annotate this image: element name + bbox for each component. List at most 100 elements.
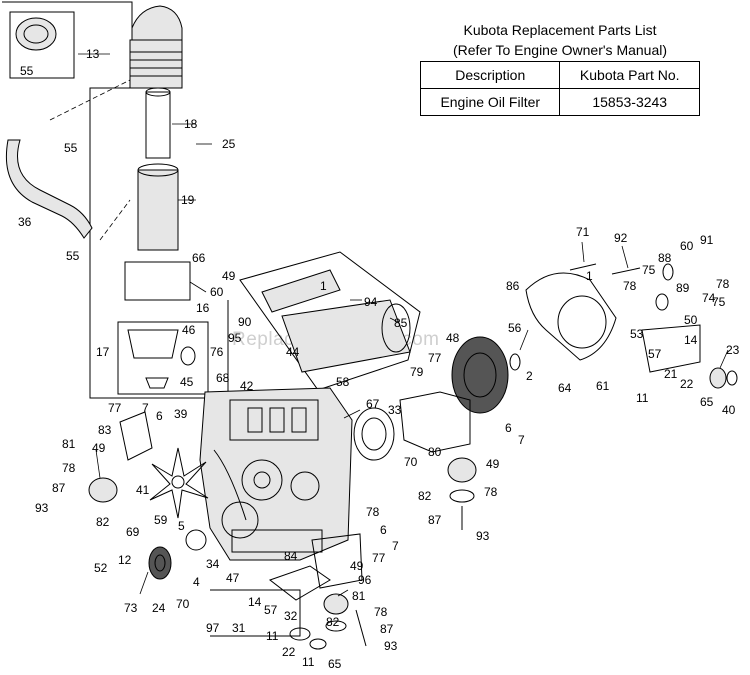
parts-table: Description Kubota Part No. Engine Oil F… — [419, 61, 700, 116]
cell-part-no: 15853-3243 — [559, 88, 700, 116]
callout: 13 — [86, 47, 100, 61]
callout: 47 — [226, 571, 240, 585]
callout: 92 — [614, 231, 628, 245]
callout: 6 — [156, 409, 163, 423]
engine-block — [199, 387, 353, 561]
callout: 42 — [240, 379, 254, 393]
callout: 93 — [35, 501, 49, 515]
inner-filter-top — [145, 87, 171, 97]
spacer — [509, 353, 521, 371]
callout: 79 — [410, 365, 424, 379]
intake-hose — [5, 139, 93, 239]
callout: 11 — [636, 391, 649, 405]
washer — [726, 370, 738, 386]
callout: 90 — [238, 315, 252, 329]
callout: 31 — [232, 621, 246, 635]
callout: 78 — [716, 277, 730, 291]
seal-ring — [180, 346, 196, 366]
callout: 12 — [118, 553, 132, 567]
callout: 87 — [428, 513, 442, 527]
clutch-hub-inner — [463, 352, 497, 398]
callout: 91 — [700, 233, 714, 247]
callout: 7 — [142, 401, 149, 415]
callout: 77 — [428, 351, 442, 365]
column-header-part-no: Kubota Part No. — [559, 61, 700, 89]
callout: 85 — [394, 316, 408, 330]
callout: 58 — [336, 375, 350, 389]
callout: 53 — [630, 327, 644, 341]
callout: 17 — [96, 345, 110, 359]
callout: 65 — [328, 657, 342, 671]
callout: 73 — [124, 601, 138, 615]
engine-detail — [213, 399, 323, 553]
muffler-pipe — [261, 269, 341, 313]
callout: 23 — [726, 343, 740, 357]
clamp-part — [15, 17, 57, 51]
leader-lines — [78, 53, 729, 597]
callout: 82 — [96, 515, 110, 529]
washer-11 — [309, 638, 327, 650]
callout: 84 — [284, 549, 298, 563]
right-isolator — [447, 457, 477, 483]
flywheel-plate-inner — [361, 417, 387, 451]
callout: 93 — [476, 529, 490, 543]
callout: 95 — [228, 331, 242, 345]
callout: 60 — [680, 239, 694, 253]
callout: 93 — [384, 639, 398, 653]
callout: 40 — [722, 403, 736, 417]
callout: 49 — [92, 441, 106, 455]
callout: 78 — [484, 485, 498, 499]
callout: 78 — [623, 279, 637, 293]
left-isolator — [88, 477, 118, 503]
callout: 64 — [558, 381, 572, 395]
callout: 5 — [178, 519, 185, 533]
callout: 33 — [388, 403, 402, 417]
bottom-rail — [268, 565, 331, 601]
callout: 19 — [181, 193, 195, 207]
dash-line-2 — [99, 199, 131, 241]
callout: 25 — [222, 137, 236, 151]
callout: 78 — [366, 505, 380, 519]
callout: 70 — [404, 455, 418, 469]
callout: 57 — [648, 347, 662, 361]
kubota-parts-list: Kubota Replacement Parts List (Refer To … — [419, 20, 700, 116]
callout: 61 — [596, 379, 610, 393]
callout: 48 — [446, 331, 460, 345]
callout: 59 — [154, 513, 168, 527]
callout: 22 — [282, 645, 296, 659]
callout: 49 — [222, 269, 236, 283]
clamp-inner — [23, 24, 49, 44]
callout: 78 — [374, 605, 388, 619]
dust-cup — [127, 329, 179, 359]
callout: 94 — [364, 295, 378, 309]
dust-cup-box — [117, 321, 209, 395]
crank-pulley-hub — [154, 554, 166, 572]
callout: 50 — [684, 313, 698, 327]
left-mount-bracket — [119, 411, 153, 461]
callout: 70 — [176, 597, 190, 611]
bottom-isolator-base — [325, 620, 347, 632]
callout: 49 — [350, 559, 364, 573]
part-75 — [662, 263, 674, 281]
clutch-hub — [451, 336, 509, 414]
callout: 87 — [52, 481, 66, 495]
callout: 49 — [486, 457, 500, 471]
callout: 83 — [98, 423, 112, 437]
callout: 34 — [206, 557, 220, 571]
callout: 24 — [152, 601, 166, 615]
callout: 77 — [372, 551, 386, 565]
callout: 7 — [518, 433, 525, 447]
callout: 55 — [64, 141, 78, 155]
housing-ribs — [130, 51, 182, 77]
callout: 88 — [658, 251, 672, 265]
callout: 52 — [94, 561, 108, 575]
callout: 67 — [366, 397, 380, 411]
muffler-body — [281, 299, 411, 373]
callout: 18 — [184, 117, 198, 131]
callout: 56 — [508, 321, 522, 335]
part-89 — [655, 293, 669, 311]
callout: 32 — [284, 609, 298, 623]
callout: 21 — [664, 367, 678, 381]
